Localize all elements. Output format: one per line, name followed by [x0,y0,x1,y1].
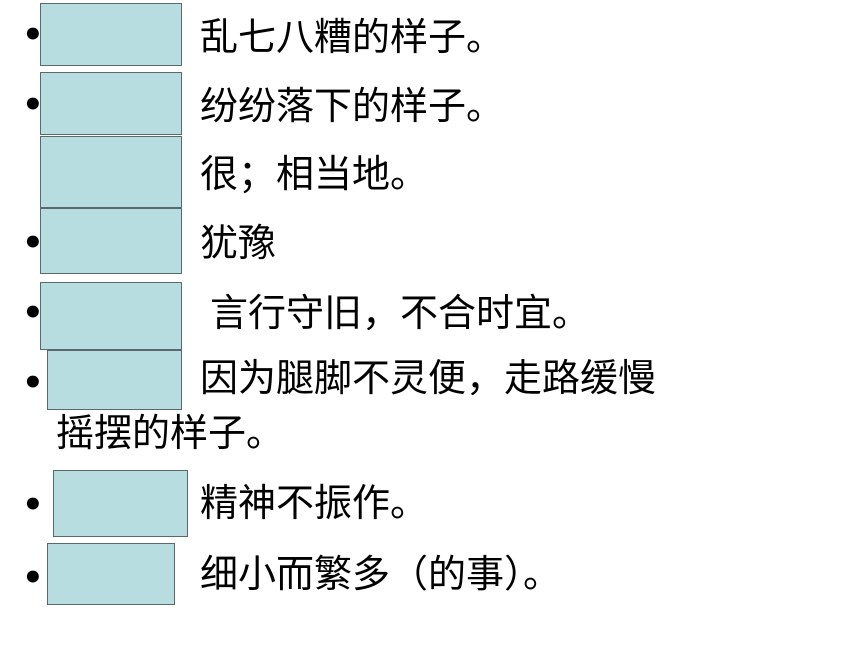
definition-7: 精神不振作。 [200,481,429,525]
answer-box-5[interactable] [40,282,182,350]
definition-1: 乱七八糟的样子。 [200,15,505,59]
bullet-1: • [22,15,44,55]
definition-5: 言行守旧，不合时宜。 [210,291,591,335]
bullet-5: • [22,293,44,333]
answer-box-8[interactable] [47,543,175,605]
answer-box-7[interactable] [53,470,188,537]
definition-3: 很；相当地。 [200,152,429,196]
definition-6-continuation: 摇摆的样子。 [56,411,285,455]
bullet-2: • [22,85,44,125]
definition-8: 细小而繁多（的事）。 [200,552,562,596]
answer-box-3[interactable] [40,136,182,208]
definition-4: 犹豫 [200,221,277,265]
answer-box-2[interactable] [40,72,182,135]
bullet-4: • [22,223,44,263]
answer-box-6[interactable] [47,350,182,410]
definition-6: 因为腿脚不灵便，走路缓慢 [200,356,657,400]
bullet-8: • [22,558,44,598]
bullet-7: • [22,485,44,525]
bullet-6: • [22,363,44,403]
answer-box-1[interactable] [40,3,182,66]
answer-box-4[interactable] [40,208,182,274]
definition-2: 纷纷落下的样子。 [200,84,505,128]
